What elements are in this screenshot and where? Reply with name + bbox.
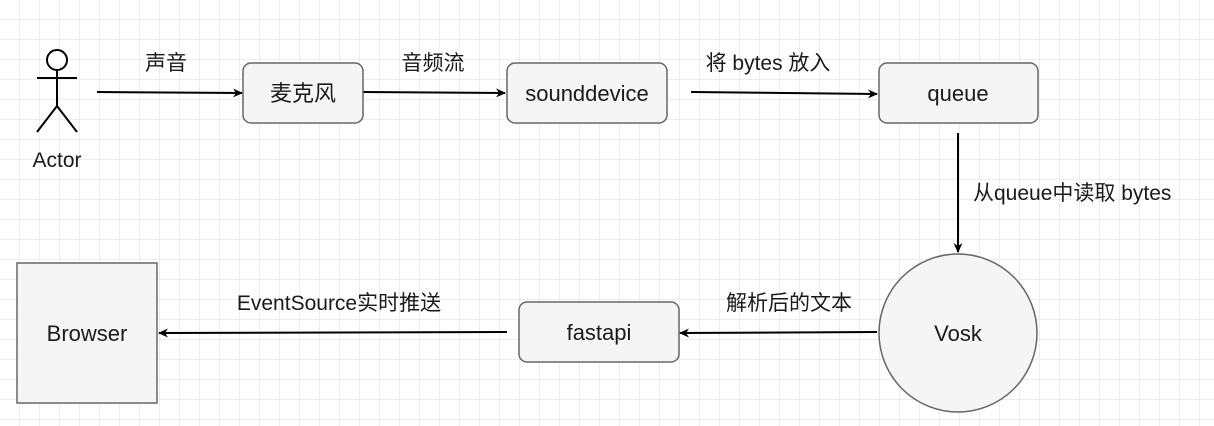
node-fastapi: fastapi (518, 301, 680, 363)
edge-label-audio-stream: 音频流 (402, 52, 465, 75)
node-queue: queue (878, 62, 1039, 124)
edge-microphone-to-sounddevice: 音频流 (362, 52, 506, 98)
node-microphone-label: 麦克风 (270, 81, 336, 106)
node-browser-label: Browser (47, 321, 128, 346)
node-microphone: 麦克风 (242, 62, 364, 124)
actor-icon (36, 49, 78, 133)
node-vosk: Vosk (878, 253, 1038, 413)
edge-label-eventsource-push: EventSource实时推送 (237, 292, 441, 315)
actor: Actor (32, 49, 82, 172)
edge-queue-to-vosk: 从queue中读取 bytes (953, 133, 1171, 253)
node-fastapi-label: fastapi (567, 320, 632, 345)
arrow-vosk-to-fastapi (679, 328, 878, 338)
arrow-actor-to-microphone (96, 88, 243, 98)
edge-sounddevice-to-queue: 将 bytes 放入 (690, 52, 878, 99)
edge-fastapi-to-browser: EventSource实时推送 (158, 292, 508, 338)
actor-label: Actor (32, 149, 81, 172)
edge-actor-to-microphone: 声音 (96, 52, 243, 98)
edge-label-read-bytes: 从queue中读取 bytes (973, 182, 1171, 205)
node-queue-label: queue (927, 81, 988, 106)
node-sounddevice-label: sounddevice (525, 81, 649, 106)
edge-label-parsed-text: 解析后的文本 (726, 292, 852, 315)
node-sounddevice: sounddevice (506, 62, 668, 124)
edge-vosk-to-fastapi: 解析后的文本 (679, 292, 878, 338)
node-browser: Browser (16, 262, 158, 404)
edge-label-put-bytes: 将 bytes 放入 (706, 52, 831, 75)
arrow-fastapi-to-browser (158, 328, 508, 338)
arrow-microphone-to-sounddevice (362, 88, 506, 98)
edge-label-sound: 声音 (145, 52, 187, 75)
node-vosk-label: Vosk (934, 321, 983, 346)
arrow-sounddevice-to-queue (690, 89, 878, 99)
